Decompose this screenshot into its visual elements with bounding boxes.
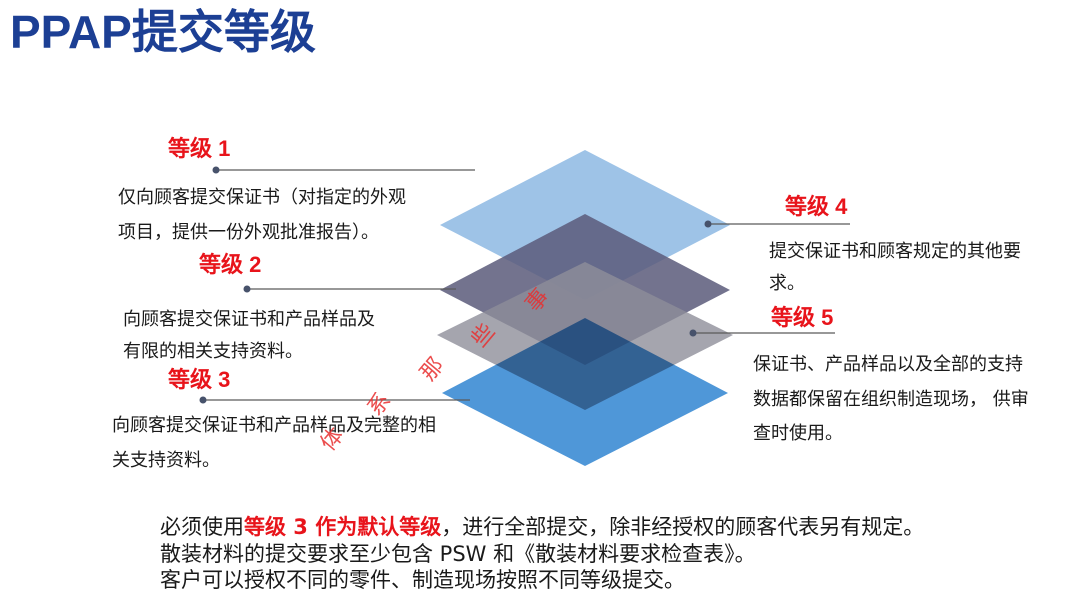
level-1-description: 仅向顾客提交保证书（对指定的外观 项目，提供一份外观批准报告）。 — [118, 180, 406, 250]
level-2-description: 向顾客提交保证书和产品样品及 有限的相关支持资料。 — [123, 304, 375, 368]
level-3-connector-dot — [200, 397, 207, 404]
level-4-label: 等级 4 — [785, 193, 847, 221]
level-4-description-line: 求。 — [769, 268, 1021, 300]
level-1-description-line: 仅向顾客提交保证书（对指定的外观 — [118, 180, 406, 215]
level-5-description: 保证书、产品样品以及全部的支持 数据都保留在组织制造现场， 供审 查时使用。 — [753, 348, 1029, 452]
level-1-label: 等级 1 — [168, 135, 230, 163]
level-4-description: 提交保证书和顾客规定的其他要 求。 — [769, 236, 1021, 300]
level-3-description-line: 关支持资料。 — [112, 443, 436, 478]
level-5-description-line: 保证书、产品样品以及全部的支持 — [753, 348, 1029, 383]
note-line-3: 客户可以授权不同的零件、制造现场按照不同等级提交。 — [160, 567, 924, 594]
level-2-description-line: 有限的相关支持资料。 — [123, 336, 375, 368]
notes-block: 必须使用等级 3 作为默认等级，进行全部提交，除非经授权的顾客代表另有规定。 散… — [160, 514, 924, 594]
level-3-description: 向顾客提交保证书和产品样品及完整的相 关支持资料。 — [112, 408, 436, 478]
level-2-description-line: 向顾客提交保证书和产品样品及 — [123, 304, 375, 336]
page-title: PPAP提交等级 — [10, 4, 316, 60]
level-1-description-line: 项目，提供一份外观批准报告）。 — [118, 215, 406, 250]
level-4-description-line: 提交保证书和顾客规定的其他要 — [769, 236, 1021, 268]
level-3-label: 等级 3 — [168, 366, 230, 394]
default-level-highlight: 等级 3 作为默认等级 — [244, 515, 441, 539]
note-line-2: 散装材料的提交要求至少包含 PSW 和《散装材料要求检查表》。 — [160, 541, 924, 568]
level-2-label: 等级 2 — [199, 251, 261, 279]
note-line-1: 必须使用等级 3 作为默认等级，进行全部提交，除非经授权的顾客代表另有规定。 — [160, 514, 924, 541]
note-text: ，进行全部提交，除非经授权的顾客代表另有规定。 — [441, 515, 924, 539]
level-2-connector-dot — [244, 286, 251, 293]
note-text: 必须使用 — [160, 515, 244, 539]
level-4-connector-dot — [705, 221, 712, 228]
level-5-label: 等级 5 — [771, 304, 833, 332]
level-5-connector-dot — [690, 330, 697, 337]
level-5-description-line: 数据都保留在组织制造现场， 供审 — [753, 383, 1029, 418]
level-5-description-line: 查时使用。 — [753, 417, 1029, 452]
level-1-connector-dot — [213, 167, 220, 174]
